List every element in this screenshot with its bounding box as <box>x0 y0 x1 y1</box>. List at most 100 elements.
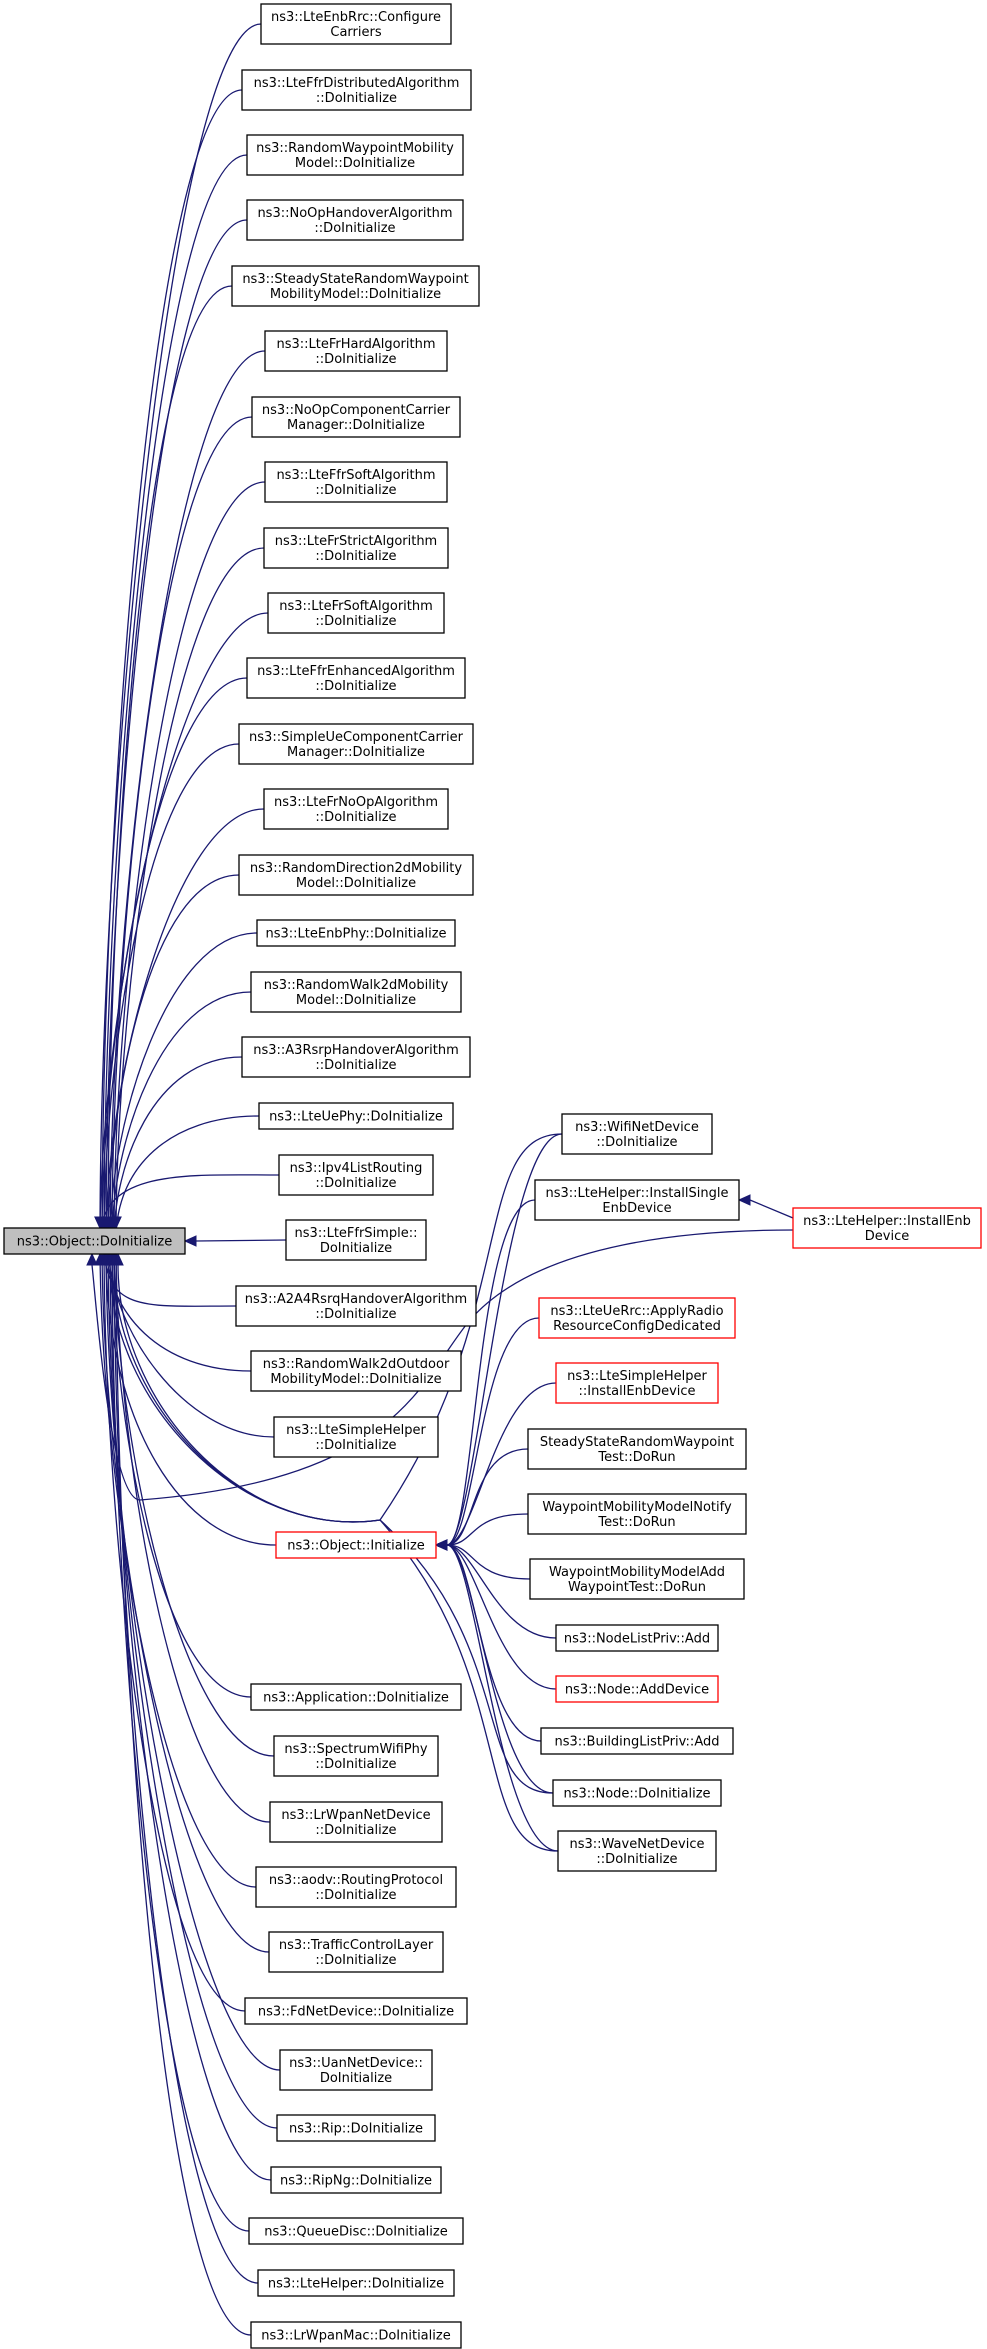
node-label: ns3::Object::Initialize <box>287 1539 425 1554</box>
node-label: ns3::Rip::DoInitialize <box>289 2122 423 2137</box>
node-applyradio[interactable]: ns3::LteUeRrc::ApplyRadioResourceConfigD… <box>538 1297 736 1339</box>
node-ltefrsoft[interactable]: ns3::LteFrSoftAlgorithm::DoInitialize <box>267 592 445 634</box>
node-ltesimplehelper[interactable]: ns3::LteSimpleHelper::DoInitialize <box>273 1416 439 1458</box>
node-buildinglist[interactable]: ns3::BuildingListPriv::Add <box>540 1727 734 1755</box>
node-ipv4list[interactable]: ns3::Ipv4ListRouting::DoInitialize <box>278 1154 434 1196</box>
node-nodelistadd[interactable]: ns3::NodeListPriv::Add <box>555 1624 719 1652</box>
node-label: ns3::LteFrSoftAlgorithm <box>279 599 433 614</box>
node-label: ::DoInitialize <box>315 1438 396 1453</box>
node-randwalk2dout[interactable]: ns3::RandomWalk2dOutdoorMobilityModel::D… <box>250 1350 462 1392</box>
node-noophandover[interactable]: ns3::NoOpHandoverAlgorithm::DoInitialize <box>246 199 464 241</box>
node-label: ns3::RandomWalk2dOutdoor <box>263 1357 450 1372</box>
node-box <box>235 1285 477 1327</box>
node-label: ns3::FdNetDevice::DoInitialize <box>258 2005 454 2020</box>
node-lteenbphy[interactable]: ns3::LteEnbPhy::DoInitialize <box>256 919 456 947</box>
node-lteffrdist[interactable]: ns3::LteFfrDistributedAlgorithm::DoIniti… <box>241 69 472 111</box>
node-nodeadddev[interactable]: ns3::Node::AddDevice <box>555 1675 719 1703</box>
edge-n_fdnet <box>103 1242 246 2012</box>
node-spectrumwifi[interactable]: ns3::SpectrumWifiPhy::DoInitialize <box>273 1735 439 1777</box>
node-wayadd[interactable]: WaypointMobilityModelAddWaypointTest::Do… <box>529 1558 745 1600</box>
node-appdoinit[interactable]: ns3::Application::DoInitialize <box>250 1683 462 1711</box>
node-installenb[interactable]: ns3::LteHelper::InstallEnbDevice <box>792 1207 982 1249</box>
node-ltefrnoop[interactable]: ns3::LteFrNoOpAlgorithm::DoInitialize <box>263 788 449 830</box>
node-rip[interactable]: ns3::Rip::DoInitialize <box>276 2114 436 2142</box>
edge-installenb-single <box>749 1199 794 1219</box>
node-ltefrhard[interactable]: ns3::LteFrHardAlgorithm::DoInitialize <box>264 330 448 372</box>
node-label: ns3::RipNg::DoInitialize <box>280 2174 432 2189</box>
node-tcl[interactable]: ns3::TrafficControlLayer::DoInitialize <box>268 1931 444 1973</box>
node-box <box>273 1416 439 1458</box>
node-label: ::DoInitialize <box>315 810 396 825</box>
edge-n_wayadd <box>446 1544 531 1580</box>
node-randwalk2d[interactable]: ns3::RandomWalk2dMobilityModel::DoInitia… <box>250 971 462 1013</box>
node-wifinet[interactable]: ns3::WifiNetDevice::DoInitialize <box>561 1113 713 1155</box>
edge-n_installsingle <box>446 1199 536 1546</box>
edge-n_applyradio <box>446 1317 540 1546</box>
node-queuedisc[interactable]: ns3::QueueDisc::DoInitialize <box>248 2217 464 2245</box>
node-label: ns3::LteFrHardAlgorithm <box>276 337 435 352</box>
edge-n_wavenet <box>446 1544 559 1852</box>
node-label: ns3::NoOpComponentCarrier <box>262 403 451 418</box>
node-a2a4rsrq[interactable]: ns3::A2A4RsrqHandoverAlgorithm::DoInitia… <box>235 1285 477 1327</box>
node-box <box>529 1558 745 1600</box>
node-label: Model::DoInitialize <box>295 156 415 171</box>
node-label: ns3::WifiNetDevice <box>575 1120 699 1135</box>
node-uannet[interactable]: ns3::UanNetDevice::DoInitialize <box>279 2049 433 2091</box>
node-label: ns3::LteFfrSoftAlgorithm <box>276 468 435 483</box>
node-label: ResourceConfigDedicated <box>553 1319 721 1334</box>
edge-n_ipv4list <box>99 1174 280 1240</box>
node-box <box>255 1866 457 1908</box>
node-lrwpanmac[interactable]: ns3::LrWpanMac::DoInitialize <box>250 2321 462 2349</box>
node-nodedoinit[interactable]: ns3::Node::DoInitialize <box>552 1779 722 1807</box>
node-label: DoInitialize <box>320 1241 392 1256</box>
edge-n_aodv <box>99 1242 257 1888</box>
node-label: ::DoInitialize <box>315 352 396 367</box>
node-box <box>555 1675 719 1703</box>
node-lteffrsoft[interactable]: ns3::LteFfrSoftAlgorithm::DoInitialize <box>264 461 448 503</box>
node-box <box>285 1219 427 1261</box>
edge-n_objinit <box>105 1264 277 1546</box>
node-aodv[interactable]: ns3::aodv::RoutingProtocol::DoInitialize <box>255 1866 457 1908</box>
node-label: SteadyStateRandomWaypoint <box>540 1435 734 1450</box>
node-box <box>268 1931 444 1973</box>
edge-n_waynotify <box>446 1513 529 1546</box>
node-fdnet[interactable]: ns3::FdNetDevice::DoInitialize <box>244 1997 468 2025</box>
node-randwaypoint[interactable]: ns3::RandomWaypointMobilityModel::DoInit… <box>246 134 464 176</box>
node-box <box>275 1531 437 1559</box>
node-root[interactable]: ns3::Object::DoInitialize <box>3 1227 186 1255</box>
node-a3rsrp[interactable]: ns3::A3RsrpHandoverAlgorithm::DoInitiali… <box>241 1036 471 1078</box>
node-ripng[interactable]: ns3::RipNg::DoInitialize <box>270 2166 442 2194</box>
node-simpleuecc[interactable]: ns3::SimpleUeComponentCarrierManager::Do… <box>238 723 474 765</box>
node-randdir2d[interactable]: ns3::RandomDirection2dMobilityModel::DoI… <box>238 854 474 896</box>
node-label: ns3::LteHelper::InstallEnb <box>803 1214 971 1229</box>
node-ltehelper[interactable]: ns3::LteHelper::DoInitialize <box>257 2269 455 2297</box>
node-lrwpannet[interactable]: ns3::LrWpanNetDevice::DoInitialize <box>269 1801 443 1843</box>
node-lteuephy[interactable]: ns3::LteUePhy::DoInitialize <box>258 1102 454 1130</box>
node-label: Manager::DoInitialize <box>287 745 425 760</box>
node-box <box>264 330 448 372</box>
node-lteffrsimple[interactable]: ns3::LteFfrSimple::DoInitialize <box>285 1219 427 1261</box>
node-box <box>263 788 449 830</box>
node-lteffrenh[interactable]: ns3::LteFfrEnhancedAlgorithm::DoInitiali… <box>246 657 466 699</box>
node-steadystate[interactable]: ns3::SteadyStateRandomWaypointMobilityMo… <box>231 265 480 307</box>
node-box <box>557 1830 717 1872</box>
edge-n_randwaypoint <box>103 154 248 1240</box>
node-simpleinstall[interactable]: ns3::LteSimpleHelper::InstallEnbDevice <box>555 1362 719 1404</box>
node-objinit[interactable]: ns3::Object::Initialize <box>275 1531 437 1559</box>
node-box <box>555 1362 719 1404</box>
node-ltefrstrict[interactable]: ns3::LteFrStrictAlgorithm::DoInitialize <box>263 527 449 569</box>
node-label: ::DoInitialize <box>315 614 396 629</box>
node-label: ::DoInitialize <box>315 1757 396 1772</box>
node-label: MobilityModel::DoInitialize <box>270 287 441 302</box>
node-wavenet[interactable]: ns3::WaveNetDevice::DoInitialize <box>557 1830 717 1872</box>
node-label: ns3::RandomDirection2dMobility <box>250 861 462 876</box>
node-box <box>263 527 449 569</box>
node-box <box>561 1113 713 1155</box>
edge-n_lteffrdist <box>101 89 243 1240</box>
node-noopcc[interactable]: ns3::NoOpComponentCarrierManager::DoInit… <box>251 396 461 438</box>
edge-n_ltesimplehelper <box>107 1242 275 1438</box>
